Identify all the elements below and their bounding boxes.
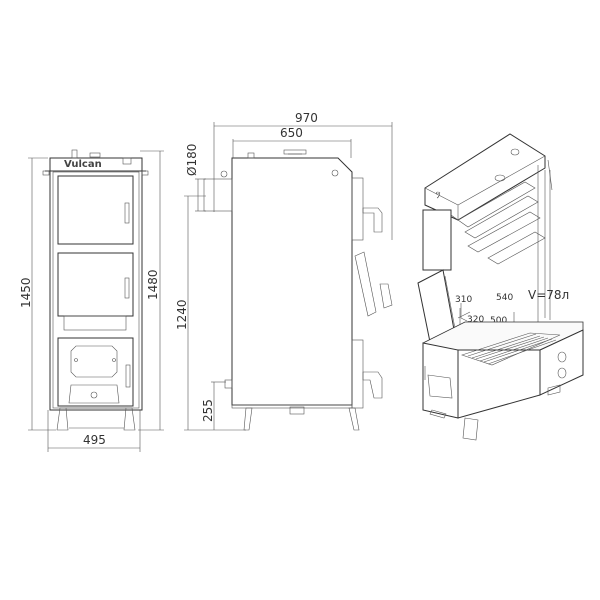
side-view: 970 650 Ø180 1240 255 (175, 111, 393, 431)
dim-flue-diameter: Ø180 (185, 144, 199, 176)
front-view: Vulcan 1450 1480 (19, 149, 164, 452)
dim-depth-body: 650 (280, 126, 303, 140)
brand-logo: Vulcan (64, 159, 102, 170)
dim-height-with-pipe: 1480 (146, 269, 160, 300)
dim-chamber-upper-depth: 320 (467, 315, 484, 325)
volume-label: V=78л (528, 288, 569, 302)
dim-chamber-upper-width: 310 (455, 295, 472, 305)
dim-depth-total: 970 (295, 111, 318, 125)
isometric-view: ﾂ 310 320 540 500 320 V=78л (417, 133, 584, 441)
dim-height-total: 1450 (19, 277, 33, 308)
dim-width: 495 (83, 433, 106, 447)
iso-brand-mark: ﾂ (436, 191, 441, 201)
dim-return-height: 255 (201, 399, 215, 422)
dim-chamber-height: 540 (496, 293, 513, 303)
dim-flue-height: 1240 (175, 299, 189, 330)
dim-chamber-width: 500 (490, 316, 507, 326)
